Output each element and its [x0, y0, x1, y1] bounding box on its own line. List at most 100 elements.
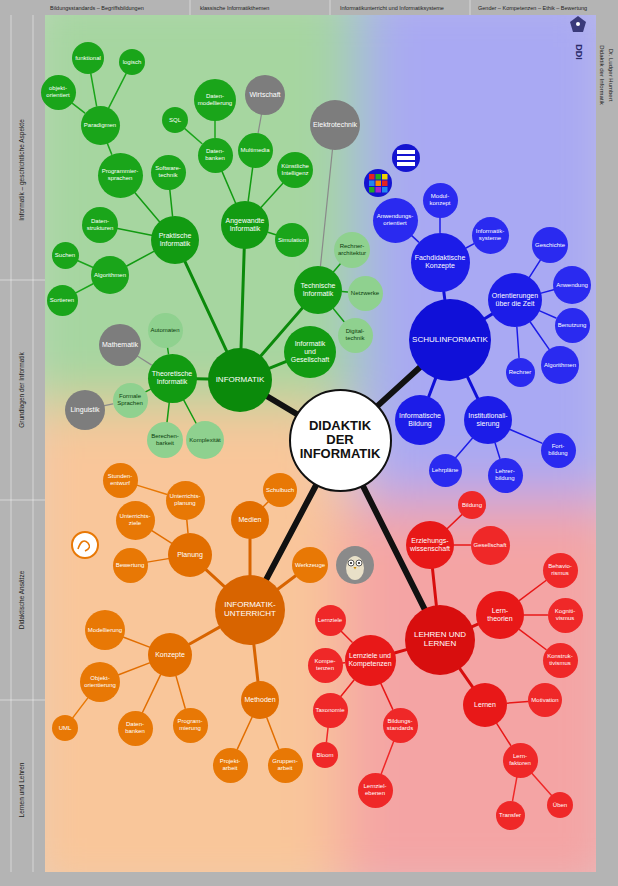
- branch-line: [73, 698, 88, 718]
- topic-circle: Motivation: [528, 683, 562, 717]
- node-label: Linguistik: [70, 406, 99, 414]
- node-label: Kogniti-vismus: [552, 608, 578, 621]
- branch-line: [524, 614, 548, 616]
- branch-line: [176, 676, 185, 708]
- band-label: Didaktische Ansätze: [18, 571, 25, 630]
- topic-circle: Benutzung: [555, 308, 590, 343]
- center-circle: DIDAKTIK DER INFORMATIK: [289, 389, 392, 492]
- band-label: Informatik – geschichtliche Aspekte: [18, 119, 25, 221]
- node-label: Gesellschaft: [473, 542, 506, 549]
- branch-line: [326, 727, 328, 742]
- topic-circle: Lernziele und Kompetenzen: [345, 635, 396, 686]
- topic-circle: SCHULINFORMATIK: [409, 299, 491, 381]
- branch-line: [124, 637, 150, 647]
- node-label: Program-mierung: [177, 718, 203, 731]
- topic-circle: Bewertung: [113, 548, 148, 583]
- node-label: Fort-bildung: [545, 443, 571, 456]
- node-label: Üben: [553, 802, 567, 809]
- branch-line: [529, 260, 540, 277]
- branch-line: [76, 284, 93, 293]
- topic-circle: Lernen: [463, 683, 507, 727]
- node-label: Lernziel-ebenen: [362, 783, 388, 796]
- node-label: Rechner: [509, 369, 532, 376]
- node-label: Modul-konzept: [427, 193, 453, 206]
- topic-circle: Bildung: [458, 491, 486, 519]
- node-label: Daten-strukturen: [87, 218, 114, 231]
- branch-line: [151, 530, 171, 543]
- logo-label: DDI: [573, 44, 583, 60]
- topic-circle: Lernziele: [315, 605, 346, 636]
- topic-circle: Suchen: [52, 242, 79, 269]
- topic-circle: Informatik und Gesellschaft: [284, 326, 336, 378]
- topic-circle: Fachdidaktische Konzepte: [411, 233, 470, 292]
- branch-line: [72, 103, 85, 113]
- topic-circle: Angewandte Informatik: [221, 201, 269, 249]
- node-label: Technische Informatik: [298, 282, 338, 297]
- band-label: Bildungsstandards – Begriffsbildungen: [50, 4, 144, 10]
- topic-circle: funktional: [72, 42, 104, 74]
- node-label: Simulation: [278, 237, 306, 244]
- blue-zone: [360, 15, 596, 520]
- node-label: DIDAKTIK DER INFORMATIK: [296, 419, 384, 462]
- topic-circle: Rechner-architektur: [334, 232, 370, 268]
- node-label: Daten-modellierung: [198, 93, 232, 106]
- node-label: Bloom: [316, 752, 333, 759]
- topic-circle: Erziehungs-wissenschaft: [406, 521, 454, 569]
- bottom-band: [0, 872, 618, 886]
- branch-line: [196, 377, 208, 380]
- branch-line: [495, 443, 500, 458]
- topic-circle: Algorithmen: [541, 346, 579, 384]
- node-label: Paradigmen: [84, 122, 116, 129]
- node-label: logisch: [123, 59, 142, 66]
- node-label: Software-technik: [155, 165, 181, 178]
- logo-label: Dr. Ludger Humbert: [608, 49, 615, 102]
- node-label: Lern-faktoren: [507, 753, 533, 766]
- branch-line: [541, 290, 554, 293]
- topic-circle: Program-mierung: [173, 708, 208, 743]
- owl-icon: [336, 546, 374, 584]
- topic-circle: Lernziel-ebenen: [358, 773, 393, 808]
- node-label: Lernen: [474, 701, 496, 709]
- branch-line: [540, 311, 556, 318]
- node-label: Benutzung: [558, 322, 587, 329]
- topic-circle: Gesellschaft: [471, 526, 510, 565]
- node-label: Werkzeuge: [295, 562, 325, 569]
- topic-circle: Bloom: [312, 742, 338, 768]
- node-label: Künstliche Intelligenz: [281, 163, 309, 176]
- topic-circle: Werkzeuge: [292, 547, 328, 583]
- branch-line: [381, 683, 393, 709]
- stack-icon: [392, 144, 420, 172]
- branch-line: [278, 576, 296, 589]
- branch-line: [91, 74, 97, 106]
- cube-icon: [364, 169, 392, 197]
- node-label: Sortieren: [50, 297, 74, 304]
- branch-line: [189, 627, 219, 644]
- branch-line: [137, 485, 167, 494]
- branch-line: [119, 663, 150, 675]
- green-zone: [45, 15, 380, 420]
- branch-line: [510, 429, 542, 443]
- topic-circle: Paradigmen: [81, 106, 120, 145]
- topic-circle: Kogniti-vismus: [548, 598, 583, 633]
- branch-line: [147, 559, 168, 563]
- node-label: Daten-banken: [122, 721, 148, 734]
- branch-line: [138, 356, 152, 365]
- branch-line: [381, 741, 393, 773]
- node-label: Fachdidaktische Konzepte: [415, 254, 466, 269]
- branch-line: [167, 347, 169, 353]
- topic-circle: Üben: [547, 792, 573, 818]
- topic-circle: Simulation: [275, 223, 309, 257]
- topic-circle: Algorithmen: [91, 256, 129, 294]
- topic-circle: Anwendungs-orientiert: [373, 198, 418, 243]
- topic-circle: Lehrpläne: [429, 454, 462, 487]
- node-label: Bewertung: [116, 562, 145, 569]
- node-label: Medien: [239, 516, 262, 524]
- branch-line: [170, 189, 173, 216]
- node-label: Multimedia: [240, 147, 269, 154]
- node-label: Daten-banken: [202, 148, 228, 161]
- node-label: SQL: [169, 117, 181, 124]
- node-label: Formale Sprachen: [117, 393, 143, 406]
- top-band: [0, 0, 618, 15]
- branch-line: [270, 362, 286, 368]
- red-zone: [335, 500, 596, 872]
